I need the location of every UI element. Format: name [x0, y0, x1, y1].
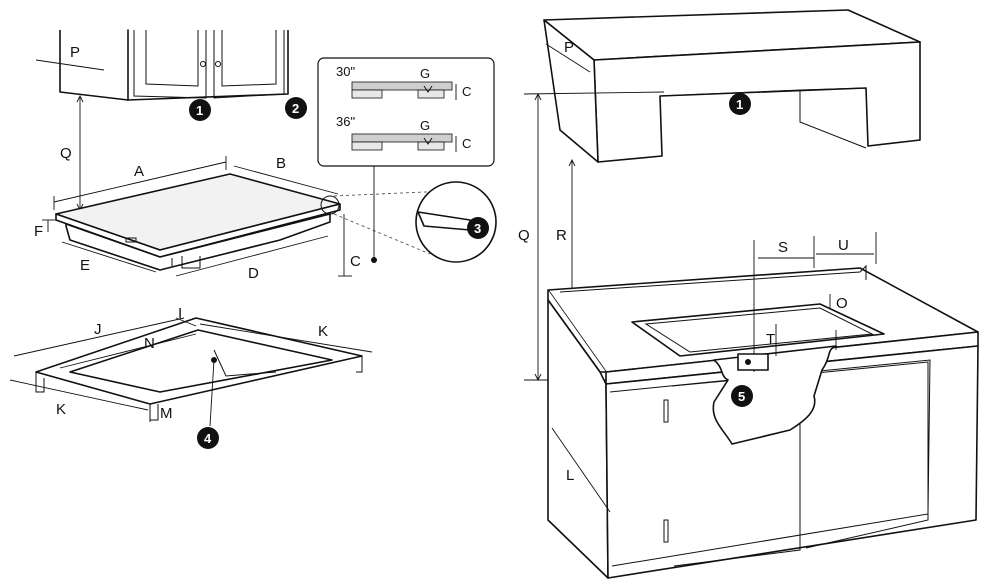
- callout-1-right: 1: [729, 93, 751, 115]
- label-i: I: [178, 305, 182, 322]
- label-f: F: [34, 223, 43, 240]
- label-s: S: [778, 239, 788, 256]
- inset-g-2: G: [420, 118, 430, 133]
- dimension-p-right: P: [545, 39, 591, 73]
- inset-angle-36: 36": [336, 114, 355, 129]
- callout-1-left: 1: [189, 99, 211, 121]
- cutout-frame: [35, 317, 363, 421]
- dimension-f: F: [34, 219, 56, 240]
- dimension-l: L: [551, 427, 611, 513]
- cooktop: [55, 173, 341, 271]
- label-q-right: Q: [518, 227, 530, 244]
- callout-4: 4: [197, 357, 219, 449]
- svg-text:3: 3: [474, 221, 481, 236]
- svg-text:4: 4: [204, 431, 212, 446]
- label-b: B: [276, 155, 286, 172]
- label-t: T: [766, 331, 775, 348]
- dimension-q-left: Q: [60, 94, 84, 212]
- dimension-s: S: [753, 239, 814, 372]
- dimension-o: O: [829, 294, 848, 312]
- inset-angle-30: 30": [336, 64, 355, 79]
- wall-cabinet: [59, 29, 289, 101]
- dimension-j: J: [13, 317, 185, 357]
- label-e: E: [80, 257, 90, 274]
- label-a: A: [134, 163, 144, 180]
- svg-text:5: 5: [738, 389, 745, 404]
- svg-text:2: 2: [292, 101, 299, 116]
- label-d: D: [248, 265, 259, 282]
- dimension-a: A: [53, 156, 227, 210]
- inset-c-2: C: [462, 136, 471, 151]
- label-j: J: [94, 321, 102, 338]
- dimension-e: E: [61, 241, 157, 274]
- label-c: C: [350, 253, 361, 270]
- inset-c-1: C: [462, 84, 471, 99]
- label-k: K: [318, 323, 328, 340]
- svg-text:1: 1: [736, 97, 743, 112]
- edge-detail-magnifier: 3: [320, 181, 497, 263]
- label-q: Q: [60, 145, 72, 162]
- svg-text:1: 1: [196, 103, 203, 118]
- dimension-d: D: [175, 235, 329, 282]
- label-p: P: [70, 44, 80, 61]
- label-p-right: P: [564, 39, 574, 56]
- dimension-i: I: [175, 305, 197, 327]
- label-u: U: [838, 237, 849, 254]
- label-k-lower: K: [56, 401, 66, 418]
- callout-2-left: 2: [285, 97, 307, 119]
- dimension-c-left: C: [338, 214, 361, 277]
- label-r: R: [556, 227, 567, 244]
- junction-box-callout-5: 5: [731, 353, 769, 407]
- label-m: M: [160, 405, 173, 422]
- dimension-b: B: [233, 155, 339, 195]
- dimension-t: T: [766, 324, 837, 356]
- range-hood: [543, 9, 921, 163]
- label-o: O: [836, 295, 848, 312]
- counter-cutout: [631, 303, 885, 357]
- countertop-inset: 30" G C 36" G C: [317, 57, 495, 263]
- dimension-q-right: Q: [518, 91, 665, 382]
- dimension-n: N: [59, 333, 197, 369]
- dimension-m: M: [149, 405, 173, 422]
- label-n: N: [144, 335, 155, 352]
- label-l: L: [566, 467, 574, 484]
- dimension-u: U: [813, 232, 877, 268]
- inset-g-1: G: [420, 66, 430, 81]
- dimension-k-lower: K: [9, 379, 149, 418]
- dimension-p-left: P: [35, 44, 105, 71]
- dimension-k: K: [199, 323, 373, 353]
